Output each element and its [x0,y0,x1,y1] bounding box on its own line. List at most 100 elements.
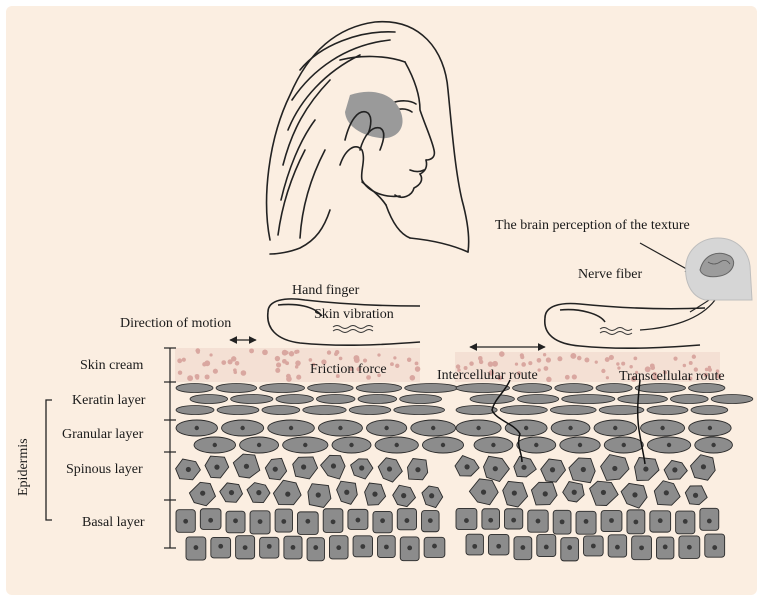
cream-dot [196,350,200,354]
cell-nucleus [305,519,310,524]
cream-dot [499,351,505,357]
cream-dot [528,361,532,365]
cell-nucleus [687,545,692,550]
cream-dot [616,362,619,365]
keratin-cell [400,395,442,404]
cream-dot [327,350,331,354]
cream-dot [282,359,287,364]
cell-nucleus [660,426,664,430]
keratin-cell [711,395,753,404]
cell-nucleus [591,544,596,549]
cream-dot [584,357,589,362]
cell-nucleus [643,466,648,471]
keratin-cell [555,384,593,393]
cream-dot [177,358,182,363]
cream-dot [296,375,301,380]
cream-dot [492,361,498,367]
cream-dot [544,366,549,371]
cell-nucleus [672,467,677,472]
cell-nucleus [622,443,626,447]
cell-nucleus [572,490,577,495]
vibration-wave-icon [600,328,632,335]
cream-dot [689,361,693,365]
cell-nucleus [349,443,353,447]
cell-nucleus [658,518,663,523]
cell-nucleus [200,491,205,496]
cell-nucleus [431,426,435,430]
vibration-wave-icon [333,326,373,333]
cream-dot [546,357,551,362]
cell-nucleus [560,519,565,524]
cell-nucleus [601,490,606,495]
keratin-cell [316,395,355,404]
keratin-layer-label: Keratin layer [72,393,145,409]
epidermis-bracket [46,400,52,520]
keratin-cell [670,395,708,404]
cell-nucleus [534,443,538,447]
cell-nucleus [214,465,219,470]
cell-nucleus [472,544,477,549]
cell-nucleus [257,443,261,447]
cell-nucleus [613,426,617,430]
cell-nucleus [543,491,548,496]
cell-nucleus [331,463,336,468]
cell-nucleus [273,467,278,472]
cell-nucleus [476,426,480,430]
cream-dot [479,360,483,364]
cell-nucleus [186,467,191,472]
cream-dot [275,356,280,361]
cream-dot [515,362,518,365]
cream-dot [205,374,210,379]
cell-nucleus [407,545,412,550]
cell-nucleus [632,492,637,497]
keratin-cell [456,384,510,393]
cream-dot [520,355,524,359]
keratin-cell [176,406,214,415]
cream-dot [187,375,193,381]
cell-nucleus [303,443,307,447]
intercellular-route-label: Intercellular route [437,368,538,384]
cream-dot [407,358,411,362]
cell-nucleus [701,464,706,469]
cell-nucleus [707,519,712,524]
cream-dot [537,368,540,371]
cream-dot [595,361,598,364]
cell-nucleus [356,518,361,523]
cream-dot [546,377,551,382]
cell-nucleus [615,545,620,550]
cell-nucleus [441,443,445,447]
face-illustration [267,22,469,254]
cream-dot [537,358,542,363]
cream-dot [294,350,298,354]
cell-nucleus [712,545,717,550]
cream-dot [415,366,421,372]
cell-nucleus [213,443,217,447]
keratin-cell [190,395,228,404]
keratin-cell [405,384,458,393]
cream-dot [605,357,610,362]
cell-nucleus [401,493,406,498]
keratin-cell [262,406,300,415]
cell-nucleus [395,443,399,447]
cream-dot [621,362,625,366]
cream-dot [469,361,474,366]
keratin-cell [691,406,728,415]
transcellular-route-label: Transcellular route [619,369,725,385]
cream-dot [182,358,186,362]
cell-nucleus [683,519,688,524]
cell-nucleus [536,519,541,524]
keratin-cell [349,406,391,415]
cream-dot [601,369,605,373]
spinous-layer-label: Spinous layer [66,462,143,478]
cell-nucleus [240,426,244,430]
cell-nucleus [195,426,199,430]
cream-dot [334,352,338,356]
cell-nucleus [384,545,389,550]
skin-cream-label: Skin cream [80,358,143,374]
cell-nucleus [488,518,493,523]
keratin-cell [356,384,402,393]
cell-nucleus [663,545,668,550]
cream-dot [521,362,526,367]
cream-dot [395,364,399,368]
